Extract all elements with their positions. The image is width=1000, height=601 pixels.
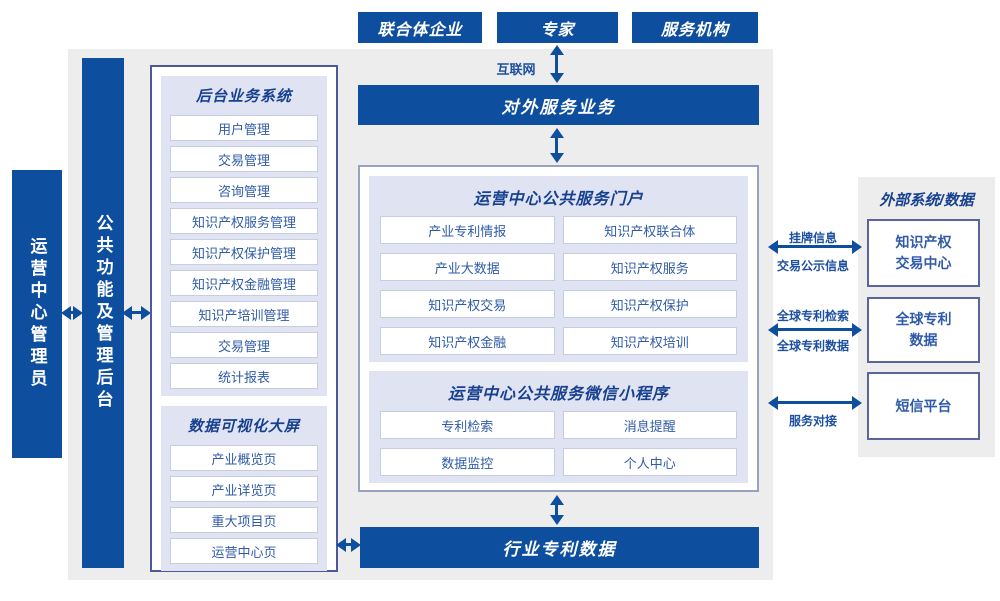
external-systems-title: 外部系统/数据	[879, 192, 974, 209]
actor-label: 联合体企业	[377, 21, 463, 39]
link-label-service-docking: 服务对接	[788, 414, 837, 428]
arrow-shaft	[775, 328, 855, 331]
portal-item: 知识产权保护	[562, 290, 737, 318]
arrow-shaft	[555, 502, 558, 518]
backend-system-section: 后台业务系统 用户管理 交易管理 咨询管理 知识产权服务管理 知识产权保护管理 …	[161, 76, 327, 396]
backend-item: 用户管理	[170, 115, 318, 141]
portal-item: 知识产权培训	[562, 327, 737, 355]
arrow-service-to-portal	[550, 128, 564, 163]
portal-grid: 产业专利情报 知识产权联合体 产业大数据 知识产权服务 知识产权交易 知识产权保…	[380, 216, 737, 355]
dashboard-item: 重大项目页	[170, 507, 318, 533]
portal-box: 运营中心公共服务门户 产业专利情报 知识产权联合体 产业大数据 知识产权服务 知…	[358, 165, 759, 492]
internet-label: 互联网	[496, 62, 536, 77]
miniprogram-section: 运营中心公共服务微信小程序 专利检索 消息提醒 数据监控 个人中心	[369, 371, 748, 483]
portal-title: 运营中心公共服务门户	[473, 191, 644, 208]
portal-item: 产业专利情报	[380, 216, 555, 244]
dashboard-item: 产业概览页	[170, 445, 318, 471]
arrow-shaft	[129, 311, 144, 314]
arrow-internet	[550, 45, 564, 83]
rail-public-functions: 公共功能及管理后台	[82, 58, 124, 568]
backend-item: 知识产权金融管理	[170, 270, 318, 296]
actor-expert: 专家	[497, 12, 618, 43]
arrow-public-to-backend	[122, 306, 151, 320]
actor-label: 专家	[540, 21, 575, 39]
rail-operator-admin: 运营中心管理员	[12, 170, 62, 458]
backend-item: 交易管理	[170, 332, 318, 358]
external-system-label: 知识产权交易中心	[895, 234, 952, 271]
rail-operator-admin-label: 运营中心管理员	[27, 237, 47, 391]
external-system-ip-trading-center: 知识产权交易中心	[867, 219, 980, 287]
dashboard-item: 产业详览页	[170, 476, 318, 502]
portal-item: 知识产权金融	[380, 327, 555, 355]
external-system-global-patent-data: 全球专利数据	[867, 297, 980, 363]
miniprogram-item: 数据监控	[380, 448, 555, 476]
arrow-shaft	[775, 245, 855, 248]
industry-patent-data-bar: 行业专利数据	[360, 527, 759, 568]
miniprogram-item: 个人中心	[562, 448, 737, 476]
actor-label: 服务机构	[660, 21, 729, 39]
miniprogram-grid: 专利检索 消息提醒 数据监控 个人中心	[380, 411, 737, 476]
link-label-global-patent-data: 全球专利数据	[776, 339, 849, 353]
external-service-bar: 对外服务业务	[358, 85, 759, 125]
actor-consortium-enterprise: 联合体企业	[358, 12, 482, 43]
arrow-global-patent	[768, 323, 862, 337]
miniprogram-title: 运营中心公共服务微信小程序	[447, 386, 669, 403]
backend-box: 后台业务系统 用户管理 交易管理 咨询管理 知识产权服务管理 知识产权保护管理 …	[150, 65, 338, 572]
portal-item: 产业大数据	[380, 253, 555, 281]
miniprogram-item: 消息提醒	[562, 411, 737, 439]
external-service-bar-label: 对外服务业务	[501, 97, 616, 117]
dashboard-item: 运营中心页	[170, 538, 318, 564]
backend-item: 咨询管理	[170, 177, 318, 203]
industry-patent-data-label: 行业专利数据	[502, 540, 617, 559]
portal-item: 知识产权交易	[380, 290, 555, 318]
portal-section: 运营中心公共服务门户 产业专利情报 知识产权联合体 产业大数据 知识产权服务 知…	[369, 176, 748, 362]
arrow-dashboard-to-industry	[336, 538, 361, 552]
arrow-service-link	[768, 396, 862, 410]
rail-public-functions-label: 公共功能及管理后台	[93, 214, 113, 412]
arrow-miniprogram-to-industry	[550, 495, 564, 525]
portal-item: 知识产权联合体	[562, 216, 737, 244]
backend-item: 交易管理	[170, 146, 318, 172]
link-label-listing-info: 挂牌信息	[788, 231, 837, 245]
arrow-listing-info	[768, 240, 862, 254]
link-label-global-patent-search: 全球专利检索	[776, 309, 849, 323]
portal-item: 知识产权服务	[562, 253, 737, 281]
link-label-trade-publicity: 交易公示信息	[776, 259, 849, 273]
backend-item: 统计报表	[170, 363, 318, 389]
backend-item: 知识产培训管理	[170, 301, 318, 327]
miniprogram-item: 专利检索	[380, 411, 555, 439]
external-system-label: 全球专利数据	[895, 311, 952, 348]
arrow-shaft	[775, 401, 855, 404]
dashboard-section: 数据可视化大屏 产业概览页 产业详览页 重大项目页 运营中心页	[161, 406, 327, 571]
arrow-shaft	[68, 311, 76, 314]
dashboard-title: 数据可视化大屏	[187, 418, 300, 435]
arrow-shaft	[555, 135, 558, 156]
arrow-shaft	[343, 543, 354, 546]
arrow-admin-to-public	[61, 306, 83, 320]
external-system-label: 短信平台	[895, 397, 952, 414]
backend-item: 知识产权保护管理	[170, 239, 318, 265]
backend-item: 知识产权服务管理	[170, 208, 318, 234]
actor-service-agency: 服务机构	[632, 12, 758, 43]
external-system-sms-platform: 短信平台	[867, 372, 980, 440]
backend-system-title: 后台业务系统	[195, 88, 292, 105]
arrow-shaft	[555, 52, 558, 76]
